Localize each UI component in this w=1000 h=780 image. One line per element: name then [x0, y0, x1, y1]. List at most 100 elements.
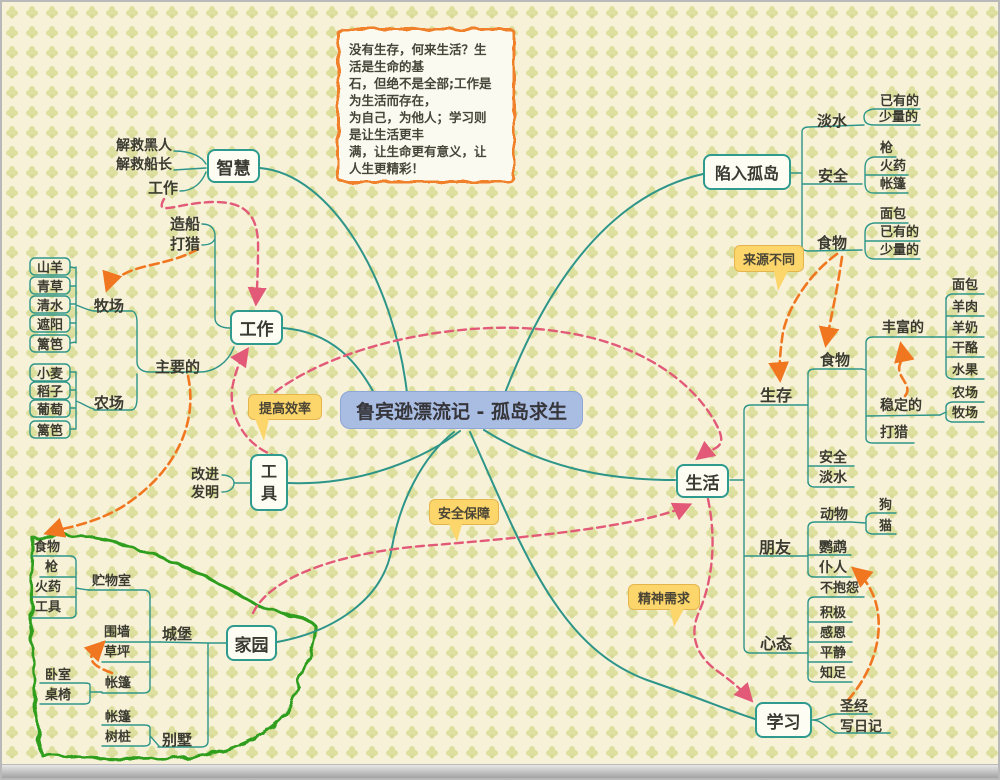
topic-safety-2[interactable]: 安全	[819, 450, 847, 466]
topic-wall[interactable]: 围墙	[104, 625, 131, 640]
topic-cheese[interactable]: 干酪	[952, 341, 979, 356]
topic-survival[interactable]: 生存	[760, 386, 793, 405]
callout-safety-tail	[449, 524, 462, 542]
window-bottom-edge	[2, 764, 998, 778]
topic-food-2[interactable]: 食物	[820, 351, 851, 369]
node-trapped-island[interactable]: 陷入孤岛	[703, 154, 791, 190]
topic-main[interactable]: 主要的	[155, 358, 201, 376]
pink-relation-arrows	[160, 197, 754, 703]
note-line: 石，但绝不是全部;工作是	[349, 76, 492, 91]
topic-clean-water[interactable]: 清水	[37, 299, 64, 314]
topic-lawn[interactable]: 草坪	[104, 645, 131, 660]
topic-rescue-native[interactable]: 解救黑人	[116, 138, 172, 154]
topic-no-complaint[interactable]: 不抱怨	[820, 581, 860, 596]
topic-castle[interactable]: 城堡	[162, 625, 193, 643]
node-work[interactable]: 工作	[230, 310, 283, 345]
topic-fruit[interactable]: 水果	[952, 363, 979, 378]
topic-servant[interactable]: 仆人	[819, 560, 847, 576]
note-line: 活是生命的基	[349, 59, 425, 74]
node-tool-label: 工具	[260, 461, 277, 503]
topic-build-boat[interactable]: 造船	[170, 215, 201, 233]
topic-parrot[interactable]: 鹦鹉	[819, 540, 847, 556]
topic-fence-1[interactable]: 篱笆	[37, 338, 64, 353]
node-tool[interactable]: 工具	[250, 454, 288, 511]
callout-source[interactable]: 来源不同	[734, 245, 804, 272]
topic-existing-2[interactable]: 已有的	[880, 225, 920, 240]
topic-grass[interactable]: 青草	[37, 280, 64, 295]
topic-goat[interactable]: 山羊	[37, 261, 64, 276]
topic-bread-2[interactable]: 面包	[952, 278, 979, 293]
node-study[interactable]: 学习	[755, 702, 812, 738]
callout-safety[interactable]: 安全保障	[429, 499, 499, 525]
node-home[interactable]: 家园	[226, 625, 277, 661]
central-topic[interactable]: 鲁宾逊漂流记 - 孤岛求生	[340, 391, 583, 429]
topic-freshwater-1[interactable]: 淡水	[817, 112, 848, 130]
topic-safety-1[interactable]: 安全	[818, 167, 849, 185]
topic-improve[interactable]: 改进	[191, 467, 219, 483]
topic-content[interactable]: 知足	[820, 666, 847, 681]
topic-hunting-2[interactable]: 打猎	[880, 425, 908, 441]
topic-few-1[interactable]: 少量的	[879, 110, 919, 125]
sub-branch-lines	[29, 108, 985, 748]
topic-tent-3[interactable]: 帐篷	[105, 710, 132, 725]
note-box[interactable]: 没有生存，何来生活？生 活是生命的基 石，但绝不是全部;工作是 为生活而存在， …	[349, 41, 507, 177]
topic-shade[interactable]: 遮阳	[37, 318, 64, 333]
note-line: 人生更精彩！	[349, 161, 425, 176]
callout-spirit[interactable]: 精神需求	[628, 584, 700, 610]
topic-food-1[interactable]: 食物	[817, 234, 848, 252]
topic-farm-2[interactable]: 农场	[952, 386, 979, 401]
topic-farm[interactable]: 农场	[94, 394, 125, 412]
topic-bedroom[interactable]: 卧室	[45, 668, 72, 683]
topic-existing-1[interactable]: 已有的	[880, 94, 920, 109]
topic-pasture-2[interactable]: 牧场	[952, 406, 979, 421]
topic-gun-1[interactable]: 枪	[880, 141, 894, 156]
topic-gunpowder-2[interactable]: 火药	[35, 580, 62, 595]
topic-grape[interactable]: 葡萄	[37, 403, 64, 418]
topic-table-chairs[interactable]: 桌椅	[45, 688, 72, 703]
main-branch-lines	[259, 167, 756, 720]
topic-bread-1[interactable]: 面包	[880, 207, 907, 222]
topic-tools-2[interactable]: 工具	[35, 600, 62, 615]
note-line: 满，让生命更有意义，让	[349, 144, 487, 159]
topic-grateful[interactable]: 感恩	[820, 626, 847, 641]
topic-mindset[interactable]: 心态	[760, 634, 793, 653]
topic-rich[interactable]: 丰富的	[882, 320, 924, 336]
topic-wheat[interactable]: 小麦	[37, 367, 64, 382]
topic-gun-2[interactable]: 枪	[45, 560, 59, 575]
topic-friends[interactable]: 朋友	[759, 538, 792, 557]
topic-mutton[interactable]: 羊肉	[952, 300, 979, 315]
topic-cat[interactable]: 猫	[879, 519, 893, 534]
topic-diary[interactable]: 写日记	[840, 719, 882, 735]
topic-rice[interactable]: 稻子	[37, 385, 64, 400]
topic-bible[interactable]: 圣经	[840, 699, 868, 715]
home-cloud-boundary	[29, 533, 317, 762]
topic-positive[interactable]: 积极	[820, 606, 847, 621]
orange-relation-arrows	[43, 247, 915, 702]
topic-freshwater-2[interactable]: 淡水	[819, 470, 847, 486]
topic-tent-1[interactable]: 帐篷	[880, 177, 907, 192]
topic-fence-2[interactable]: 篱笆	[37, 424, 64, 439]
topic-rescue-captain[interactable]: 解救船长	[116, 157, 172, 173]
topic-pasture[interactable]: 牧场	[94, 297, 125, 315]
node-wisdom[interactable]: 智慧	[207, 149, 260, 183]
topic-work-under-wisdom[interactable]: 工作	[148, 179, 179, 197]
topic-hunting-1[interactable]: 打猎	[170, 235, 201, 253]
callout-efficiency[interactable]: 提高效率	[248, 394, 322, 420]
topic-calm[interactable]: 平静	[820, 646, 847, 661]
topic-food-3[interactable]: 食物	[34, 540, 61, 555]
node-life[interactable]: 生活	[676, 464, 729, 498]
topic-invent[interactable]: 发明	[191, 485, 219, 501]
topic-stable[interactable]: 稳定的	[880, 398, 922, 414]
topic-few-2[interactable]: 少量的	[880, 243, 920, 258]
topic-gunpowder-1[interactable]: 火药	[880, 159, 907, 174]
topic-dog[interactable]: 狗	[879, 498, 893, 513]
topic-villa[interactable]: 别墅	[162, 731, 193, 749]
topic-stump[interactable]: 树桩	[105, 730, 132, 745]
callout-spirit-tail	[670, 609, 684, 627]
topic-storeroom[interactable]: 贮物室	[92, 574, 132, 589]
note-line: 没有生存，何来生活？生	[349, 42, 487, 57]
topic-animals[interactable]: 动物	[820, 507, 848, 523]
topic-goat-milk[interactable]: 羊奶	[952, 321, 979, 336]
topic-tent-2[interactable]: 帐篷	[105, 676, 132, 691]
